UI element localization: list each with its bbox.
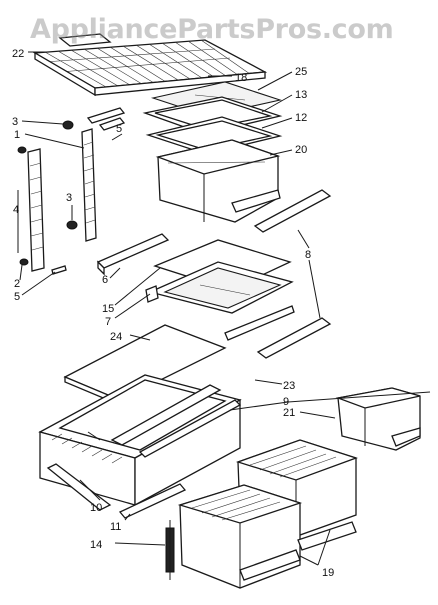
callout-22: 22 [12,48,24,60]
glass-shelf-part-15 [148,239,294,314]
pan-part-20 [155,139,281,223]
callout-24: 24 [110,331,122,343]
callout-5-lower: 5 [14,291,20,303]
callout-13: 13 [295,89,307,101]
crisper-cover-part-12 [145,116,283,155]
leader-lines [17,51,431,566]
rail-part-11 [118,483,187,519]
callout-5-upper: 5 [116,123,122,135]
ladder-rail-part-4 [27,148,45,272]
callout-18: 18 [235,72,247,84]
ladder-rail-part-1 [81,128,97,242]
callout-labels: 22 18 25 13 3 1 5 12 20 3 4 2 5 8 6 15 7… [12,48,334,579]
shelf-rail-upper [86,107,126,131]
callout-10: 10 [90,502,102,514]
callout-19: 19 [322,567,334,579]
callout-2: 2 [14,278,20,290]
trim-part-8 [253,189,332,359]
callout-3-upper: 3 [12,116,18,128]
callout-20: 20 [295,144,307,156]
bin-part-21 [335,387,421,451]
crisper-frame-part-23 [38,374,242,507]
callout-23: 23 [283,380,295,392]
callout-6: 6 [102,274,108,286]
callout-1: 1 [14,129,20,141]
callout-12: 12 [295,112,307,124]
slide-part-14 [165,520,175,580]
screw-part-2 [17,146,67,275]
clip-part-3 [62,120,78,230]
callout-21: 21 [283,407,295,419]
trim-part-6 [96,233,170,276]
callout-14: 14 [90,539,102,551]
rail-part-10 [46,463,112,511]
crisper-drawer-part-19 [177,439,358,589]
callout-4: 4 [13,204,19,216]
callout-9: 9 [283,396,289,408]
callout-7: 7 [105,316,111,328]
shelf-rail-part-7 [145,285,295,341]
shelf-frame-part-13 [142,96,283,135]
wire-shelf-part-22 [32,33,268,97]
callout-25: 25 [295,66,307,78]
callout-11: 11 [110,521,121,533]
callout-3-lower: 3 [66,192,72,204]
watermark-logo: AppliancePartsPros.com [30,14,394,45]
callout-15: 15 [102,303,114,315]
callout-8: 8 [305,249,311,261]
